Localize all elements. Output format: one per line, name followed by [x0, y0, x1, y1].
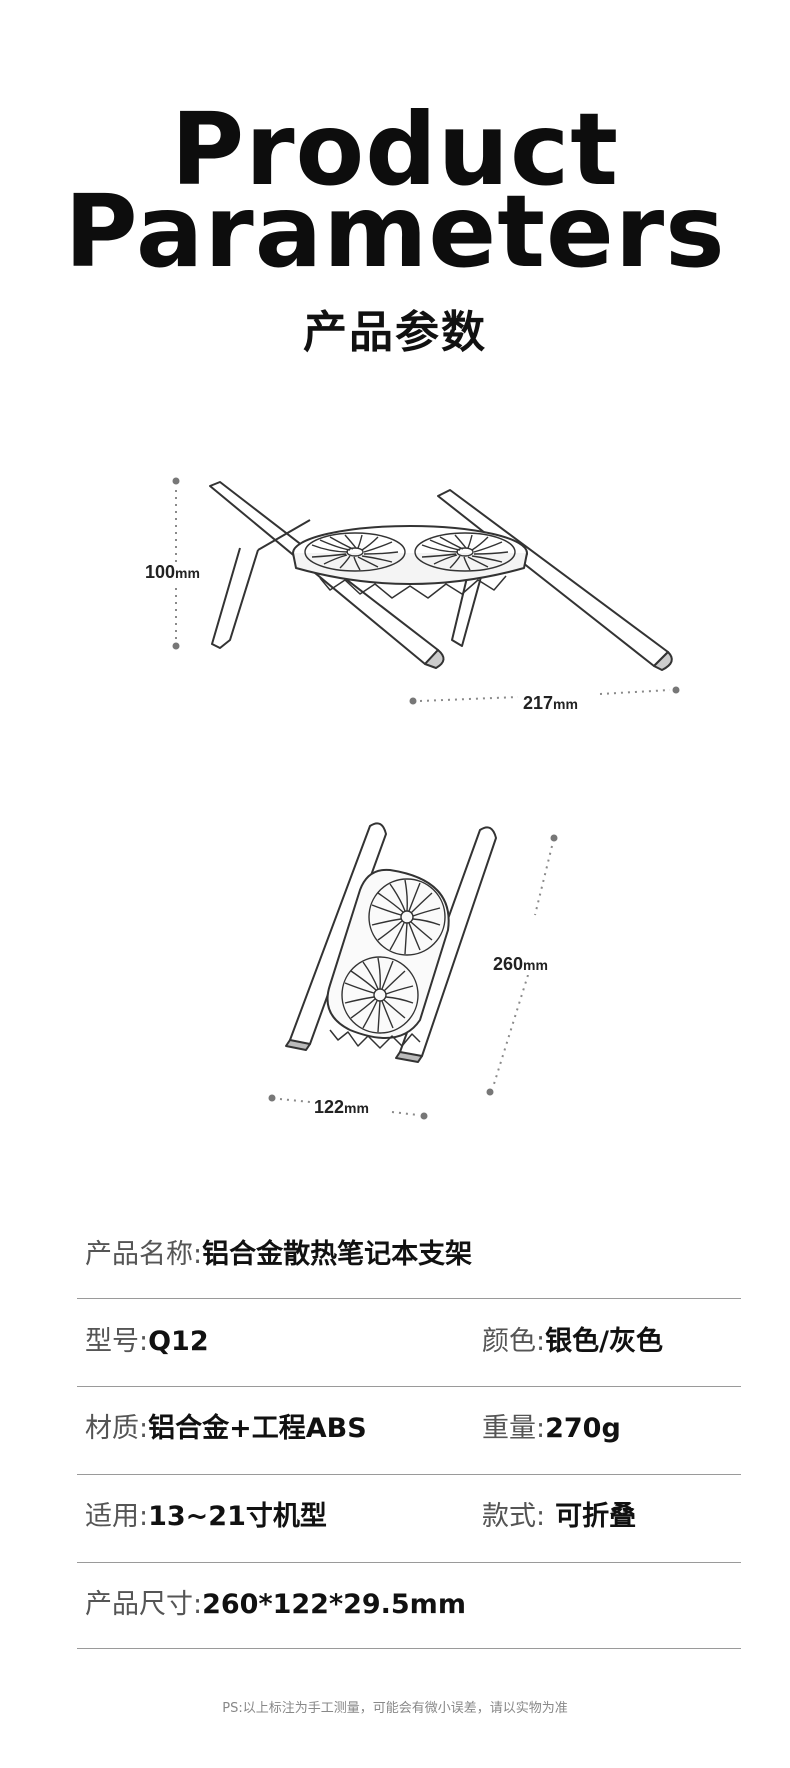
param-weight-value: 270g	[545, 1413, 621, 1444]
param-fit-label: 适用:	[85, 1501, 149, 1532]
param-style-label: 款式:	[482, 1501, 546, 1532]
subtitle: 产品参数	[303, 307, 487, 358]
width-dimension-line	[409, 686, 680, 705]
param-material: 材质:铝合金+工程ABS	[85, 1412, 367, 1446]
height-unit: mm	[175, 565, 200, 581]
param-name-value: 铝合金散热笔记本支架	[202, 1239, 473, 1270]
footer-note: PS:以上标注为手工测量，可能会有微小误差，请以实物为准	[222, 1701, 568, 1716]
param-fit: 适用:13~21寸机型	[85, 1500, 327, 1534]
param-color-value: 银色/灰色	[545, 1326, 663, 1357]
length-value: 260	[493, 954, 524, 974]
divider	[77, 1562, 741, 1563]
param-weight: 重量:270g	[482, 1412, 621, 1446]
height-dimension-line	[172, 477, 180, 650]
width-dimension-label: 217mm	[521, 693, 580, 714]
param-name-label: 产品名称:	[85, 1239, 203, 1270]
width-unit: mm	[553, 696, 578, 712]
param-style-value: 可折叠	[555, 1501, 637, 1532]
title-line-2: Parameters	[64, 173, 726, 290]
height-value: 100	[145, 562, 176, 582]
param-size-label: 产品尺寸:	[85, 1589, 203, 1620]
param-size-value: 260*122*29.5mm	[202, 1589, 466, 1620]
param-name: 产品名称:铝合金散热笔记本支架	[85, 1238, 472, 1272]
param-color-label: 颜色:	[482, 1326, 546, 1357]
param-model: 型号:Q12	[85, 1325, 209, 1359]
depth-unit: mm	[344, 1100, 369, 1116]
divider	[77, 1474, 741, 1475]
side-view-stand-illustration	[209, 481, 673, 671]
top-view-stand-illustration	[285, 822, 497, 1063]
length-dimension-label: 260mm	[491, 954, 550, 975]
depth-value: 122	[314, 1097, 345, 1117]
divider	[77, 1648, 741, 1649]
product-illustrations	[172, 477, 680, 1120]
param-size: 产品尺寸:260*122*29.5mm	[85, 1588, 466, 1622]
divider	[77, 1298, 741, 1299]
param-material-label: 材质:	[85, 1413, 149, 1444]
length-unit: mm	[523, 957, 548, 973]
height-dimension-label: 100mm	[143, 562, 202, 583]
length-dimension-line	[486, 834, 558, 1096]
depth-dimension-label: 122mm	[312, 1097, 371, 1118]
param-weight-label: 重量:	[482, 1413, 546, 1444]
depth-dimension-line	[268, 1094, 428, 1120]
param-style: 款式: 可折叠	[482, 1500, 636, 1534]
param-material-value: 铝合金+工程ABS	[148, 1413, 367, 1444]
title-line-1: Product	[170, 91, 620, 208]
param-model-value: Q12	[148, 1326, 209, 1357]
param-color: 颜色:银色/灰色	[482, 1325, 663, 1359]
param-model-label: 型号:	[85, 1326, 149, 1357]
divider	[77, 1386, 741, 1387]
width-value: 217	[523, 693, 554, 713]
param-fit-value: 13~21寸机型	[148, 1501, 327, 1532]
